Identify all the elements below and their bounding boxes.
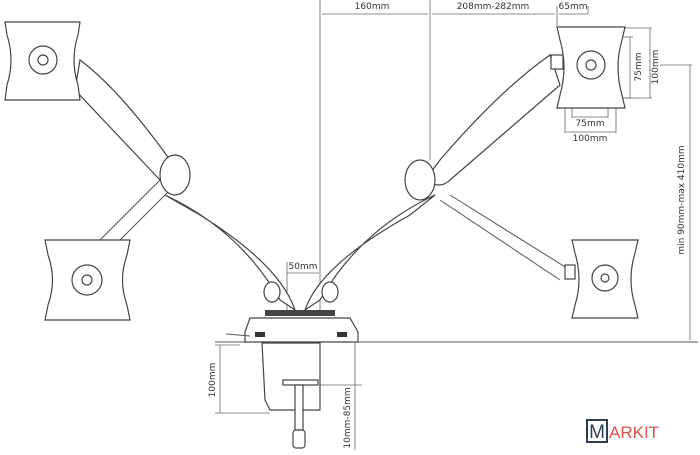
left-elbow-joint xyxy=(159,154,191,196)
vesa-plate-bottom-right xyxy=(571,239,639,319)
markit-logo: M ARKIT xyxy=(586,419,659,443)
clamp-knob xyxy=(292,429,306,449)
dim-label-50mm: 50mm xyxy=(289,262,318,272)
dim-label-65mm: 65mm xyxy=(559,2,588,12)
logo-boxed-letter: M xyxy=(589,422,605,443)
dim-label-desk-thickness: 10mm-85mm xyxy=(343,387,353,448)
dim-label-vesa-75-vertical: 75mm xyxy=(634,53,644,82)
dim-label-clamp-100mm: 100mm xyxy=(208,363,218,398)
vesa-plate-top-left xyxy=(4,21,81,101)
dim-label-height-range: min 90mm-max 410mm xyxy=(677,145,687,254)
logo-text: ARKIT xyxy=(609,423,659,442)
right-arm xyxy=(303,54,576,312)
right-elbow-joint xyxy=(404,159,436,201)
dim-label-reach: 208mm-282mm xyxy=(457,2,530,12)
vesa-plate-top-right xyxy=(556,26,626,109)
dim-label-vesa-75-horizontal: 75mm xyxy=(576,119,605,129)
left-arm xyxy=(74,58,297,312)
dim-label-160mm: 160mm xyxy=(355,2,390,12)
desk-base xyxy=(225,310,359,343)
dim-label-vesa-100-vertical: 100mm xyxy=(651,50,661,85)
dim-label-vesa-100-horizontal: 100mm xyxy=(573,134,608,144)
desk-clamp xyxy=(261,342,321,449)
vesa-plate-bottom-left xyxy=(44,239,131,321)
